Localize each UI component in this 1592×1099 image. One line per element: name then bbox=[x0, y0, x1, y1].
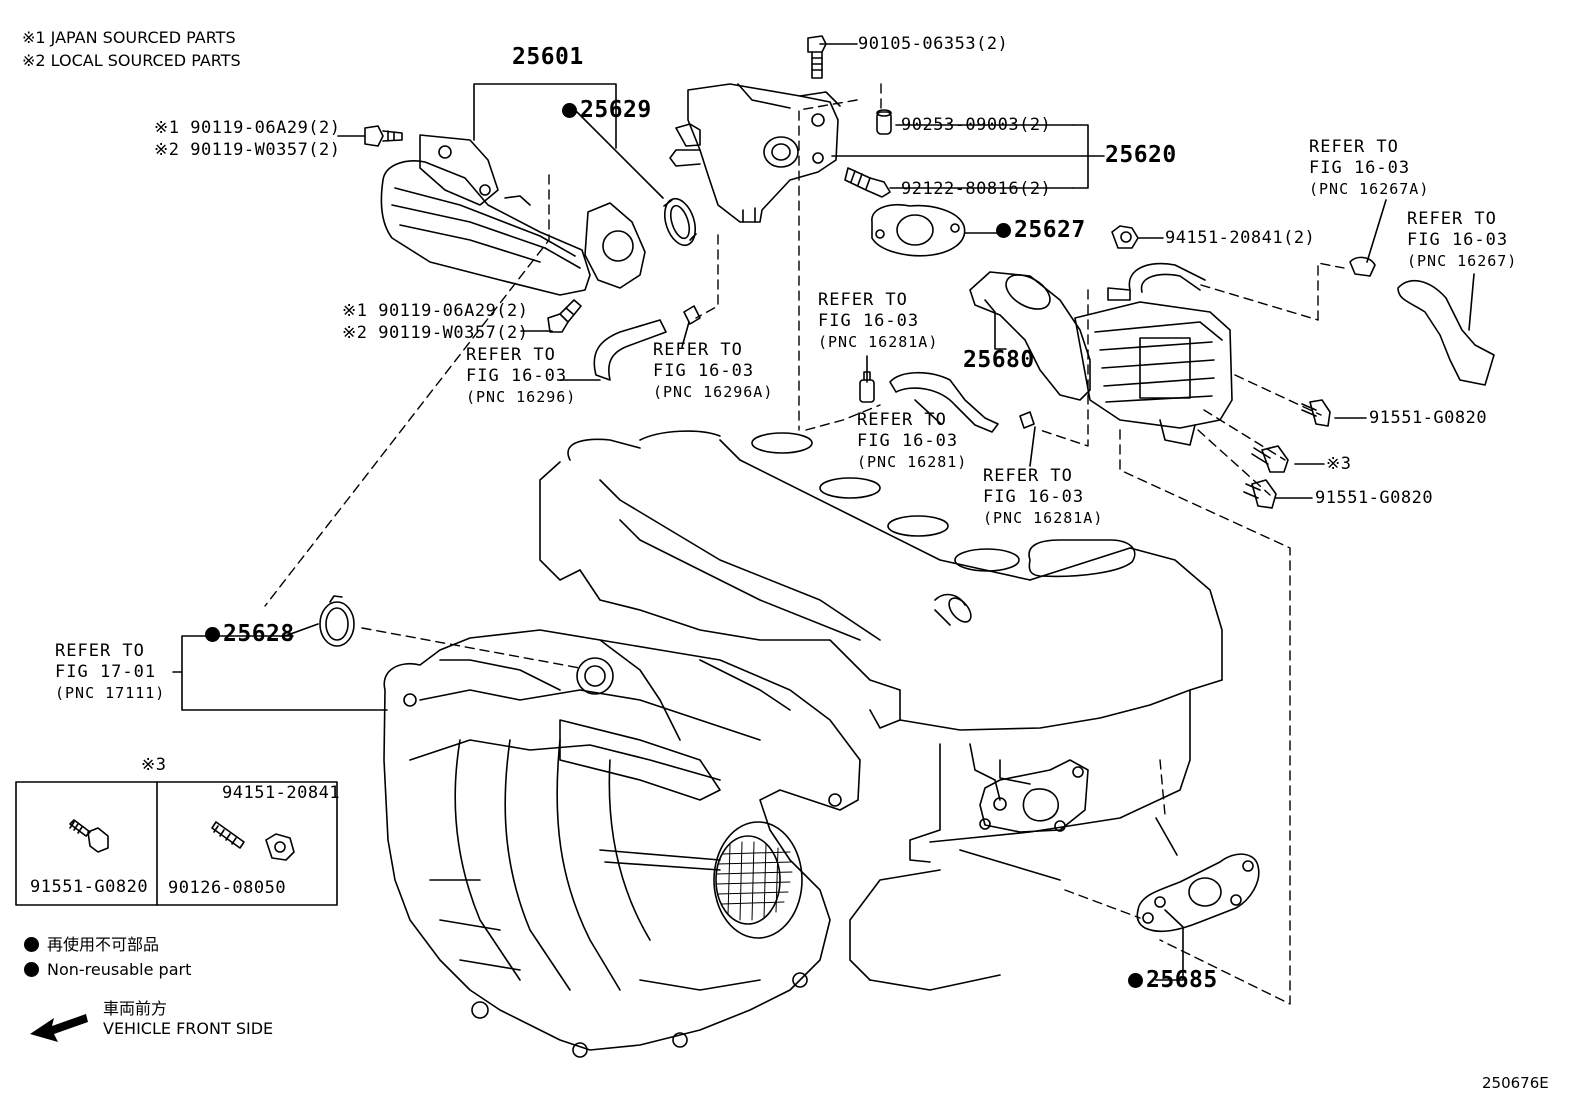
part-25628[interactable]: 25628 bbox=[205, 621, 295, 647]
inset-part-90126[interactable]: 90126-08050 bbox=[168, 878, 287, 898]
non-reusable-dot bbox=[996, 223, 1011, 238]
part-25627[interactable]: 25627 bbox=[996, 217, 1086, 243]
part-25620[interactable]: 25620 bbox=[1105, 142, 1177, 168]
ref-pnc-17111[interactable]: REFER TO FIG 17-01 (PNC 17111) bbox=[55, 641, 166, 702]
inset-box bbox=[15, 781, 338, 906]
egr-cooler bbox=[969, 262, 1233, 446]
part-25685[interactable]: 25685 bbox=[1128, 967, 1218, 993]
clamp-16296a bbox=[683, 305, 701, 325]
clamp-16281a bbox=[1019, 411, 1035, 429]
part-25629[interactable]: 25629 bbox=[562, 97, 652, 123]
bolt-91551-a bbox=[1301, 399, 1331, 427]
leader-lines bbox=[172, 43, 1475, 981]
bolt-top bbox=[364, 125, 403, 147]
non-reusable-dot bbox=[1128, 973, 1143, 988]
engine-head bbox=[539, 430, 1223, 991]
hose-16281 bbox=[889, 371, 999, 433]
intake-manifold bbox=[383, 629, 861, 1058]
ref-pnc-16281a-lower[interactable]: REFER TO FIG 16-03 (PNC 16281A) bbox=[983, 466, 1104, 527]
ref-pnc-16281[interactable]: REFER TO FIG 16-03 (PNC 16281) bbox=[857, 410, 968, 471]
note-japan-sourced: ※1 JAPAN SOURCED PARTS bbox=[22, 28, 236, 47]
ref-pnc-16267[interactable]: REFER TO FIG 16-03 (PNC 16267) bbox=[1407, 209, 1518, 270]
front-direction-jp: 車両前方 bbox=[103, 999, 168, 1018]
gasket-25627 bbox=[871, 204, 966, 257]
pin-90253 bbox=[876, 109, 892, 135]
bolt-label-91551-a[interactable]: 91551-G0820 bbox=[1369, 408, 1488, 428]
non-reusable-dot bbox=[205, 627, 220, 642]
hose-16296 bbox=[593, 319, 667, 381]
nut-94151 bbox=[1111, 225, 1139, 249]
inset-bolt-91551 bbox=[69, 819, 109, 853]
inset-stud-90126 bbox=[211, 821, 245, 849]
bolt-label-top-local[interactable]: ※2 90119-W0357(2) bbox=[154, 140, 341, 160]
bolt-label-top-japan[interactable]: ※1 90119-06A29(2) bbox=[154, 118, 341, 138]
bolt-label-90105[interactable]: 90105-06353(2) bbox=[858, 34, 1009, 54]
nut-label-94151[interactable]: 94151-20841(2) bbox=[1165, 228, 1316, 248]
gasket-25628 bbox=[319, 595, 355, 647]
egr-valve bbox=[669, 83, 841, 223]
legend-non-reusable-jp: 再使用不可部品 bbox=[24, 933, 159, 956]
bolt-label-mark3[interactable]: ※3 bbox=[1326, 454, 1352, 474]
part-25680[interactable]: 25680 bbox=[963, 347, 1035, 373]
legend-dot-icon bbox=[24, 937, 39, 952]
stud-92122 bbox=[844, 167, 891, 198]
clamp-16267a bbox=[1349, 256, 1376, 277]
gasket-25629 bbox=[663, 197, 697, 247]
gasket-25685 bbox=[1136, 853, 1260, 933]
bolt-label-91551-b[interactable]: 91551-G0820 bbox=[1315, 488, 1434, 508]
bolt-label-mid-local[interactable]: ※2 90119-W0357(2) bbox=[342, 323, 529, 343]
ref-pnc-16281a-upper[interactable]: REFER TO FIG 16-03 (PNC 16281A) bbox=[818, 290, 939, 351]
note-local-sourced: ※2 LOCAL SOURCED PARTS bbox=[22, 51, 241, 70]
front-direction-en: VEHICLE FRONT SIDE bbox=[103, 1019, 274, 1038]
bolt-91551-b bbox=[1243, 479, 1277, 509]
stud-label-92122[interactable]: 92122-80816(2) bbox=[901, 179, 1052, 199]
legend-non-reusable-en: Non-reusable part bbox=[24, 958, 191, 981]
ref-pnc-16296[interactable]: REFER TO FIG 16-03 (PNC 16296) bbox=[466, 345, 577, 406]
ref-pnc-16296a[interactable]: REFER TO FIG 16-03 (PNC 16296A) bbox=[653, 340, 774, 401]
part-25601[interactable]: 25601 bbox=[512, 44, 584, 70]
bolt-label-mid-japan[interactable]: ※1 90119-06A29(2) bbox=[342, 301, 529, 321]
figure-id: 250676E bbox=[1482, 1074, 1549, 1092]
front-arrow bbox=[30, 1014, 88, 1042]
bolt-mid bbox=[547, 299, 582, 333]
bolt-90105 bbox=[807, 35, 827, 79]
phantom-lines bbox=[264, 83, 1345, 1005]
non-reusable-dot bbox=[562, 103, 577, 118]
inset-part-94151[interactable]: 94151-20841 bbox=[222, 783, 341, 803]
inset-part-91551[interactable]: 91551-G0820 bbox=[30, 877, 149, 897]
throttle-mesh bbox=[715, 841, 793, 921]
sensor-16281a bbox=[859, 371, 875, 403]
bolt-mark3 bbox=[1251, 445, 1289, 473]
inset-title-mark3: ※3 bbox=[141, 755, 167, 775]
inset-nut-94151 bbox=[265, 833, 295, 861]
egr-pipe-assy bbox=[380, 134, 646, 296]
ref-pnc-16267a[interactable]: REFER TO FIG 16-03 (PNC 16267A) bbox=[1309, 137, 1430, 198]
legend-dot-icon bbox=[24, 962, 39, 977]
pin-label-90253[interactable]: 90253-09003(2) bbox=[901, 115, 1052, 135]
hose-16267 bbox=[1397, 279, 1495, 386]
